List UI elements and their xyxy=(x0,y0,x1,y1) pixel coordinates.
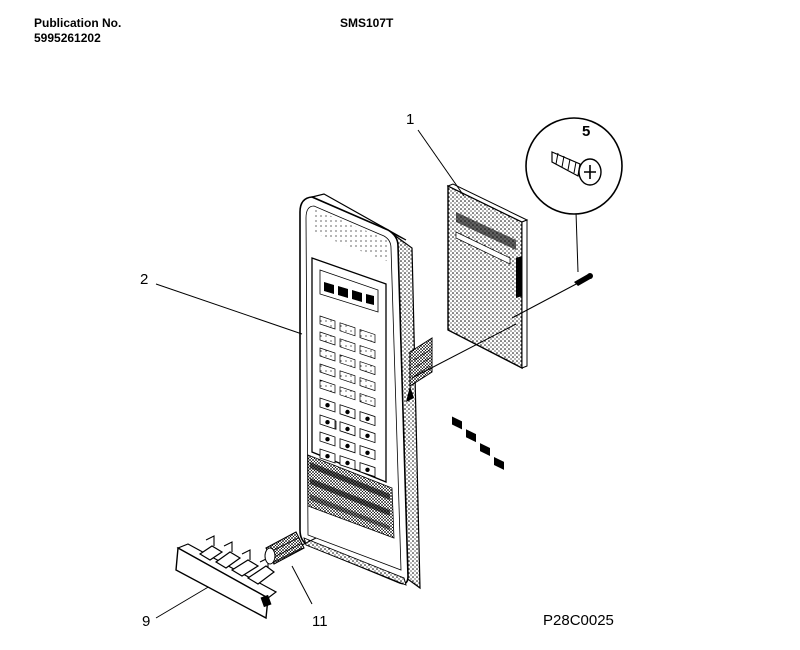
number-key-glyph xyxy=(345,460,350,466)
function-key xyxy=(319,363,336,378)
function-key xyxy=(359,377,376,392)
callout-1: 1 xyxy=(406,111,415,128)
number-key-glyph xyxy=(365,450,370,455)
screw-small xyxy=(574,273,593,286)
function-key xyxy=(319,347,336,362)
callout-11: 11 xyxy=(312,613,328,630)
ribbon-cable xyxy=(406,337,433,402)
function-key xyxy=(319,331,336,346)
number-key-glyph xyxy=(325,454,330,459)
callout-9: 9 xyxy=(142,613,151,630)
function-key xyxy=(339,338,356,353)
number-key-glyph xyxy=(325,437,330,442)
function-key xyxy=(339,386,356,401)
callout-5: 5 xyxy=(582,123,591,140)
control-panel-part xyxy=(299,193,421,590)
function-key xyxy=(339,354,356,369)
function-key xyxy=(339,322,356,337)
circuit-board-part xyxy=(446,183,529,470)
number-key-glyph xyxy=(365,416,370,421)
screw-detail xyxy=(525,117,623,215)
spring-part xyxy=(264,531,305,565)
function-key xyxy=(359,329,376,344)
function-key xyxy=(319,315,336,330)
model-number: SMS107T xyxy=(340,16,394,30)
function-key xyxy=(359,345,376,360)
callout-2: 2 xyxy=(140,271,149,288)
number-key-glyph xyxy=(325,420,330,425)
leader-lines xyxy=(155,129,581,619)
number-key-glyph xyxy=(345,443,350,449)
diagram-code: P28C0025 xyxy=(543,612,614,629)
function-key xyxy=(339,370,356,385)
publication-number: 5995261202 xyxy=(34,31,101,45)
function-key xyxy=(319,379,336,394)
function-key xyxy=(359,393,376,408)
number-key-glyph xyxy=(345,426,350,432)
publication-label: Publication No. xyxy=(34,16,122,30)
number-key-glyph xyxy=(365,467,370,472)
button-bracket-part xyxy=(175,535,278,620)
number-key-glyph xyxy=(345,409,350,415)
number-key-glyph xyxy=(365,433,370,438)
number-key-glyph xyxy=(325,403,330,408)
function-key xyxy=(359,361,376,376)
